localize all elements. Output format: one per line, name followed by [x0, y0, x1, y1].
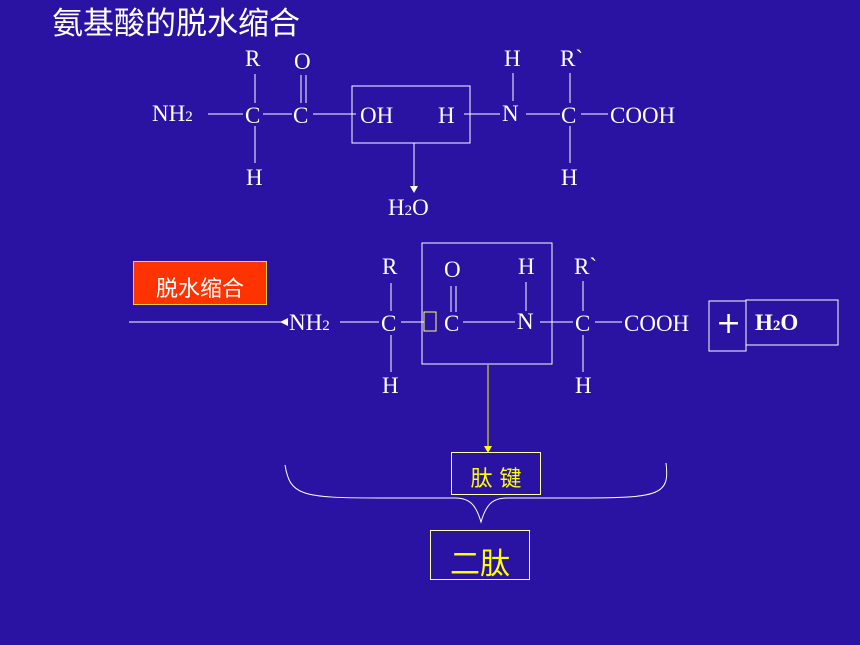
bottom-alpha-carbon-2: C	[575, 311, 591, 336]
bottom-carboxyl: COOH	[624, 311, 690, 336]
top-nitrogen: N	[502, 101, 519, 126]
top-nh2: NH2	[152, 101, 193, 126]
top-h-left: H	[246, 165, 263, 190]
bottom-r-prime: R`	[574, 254, 597, 279]
bottom-nitrogen: N	[517, 309, 534, 334]
top-alpha-carbon: C	[245, 103, 261, 128]
top-hydroxyl: OH	[360, 103, 394, 128]
top-r-prime: R`	[560, 46, 583, 71]
top-carbonyl-o: O	[294, 49, 311, 74]
bottom-water: H2O	[755, 310, 799, 335]
top-alpha-carbon-2: C	[561, 103, 577, 128]
top-water: H2O	[388, 195, 429, 220]
bottom-carbonyl-carbon: C	[444, 311, 460, 336]
top-amino-h: H	[438, 103, 455, 128]
bottom-h-right: H	[575, 373, 592, 398]
bottom-alpha-carbon: C	[381, 311, 397, 336]
top-carbonyl-carbon: C	[293, 103, 309, 128]
bottom-nh2: NH2	[289, 310, 330, 335]
bottom-h-left: H	[382, 373, 399, 398]
top-r-group: R	[245, 46, 261, 71]
dipeptide-label: 二肽	[430, 530, 530, 582]
bottom-n-hydrogen: H	[518, 254, 535, 279]
top-n-hydrogen: H	[504, 46, 521, 71]
bottom-r-group: R	[382, 254, 398, 279]
plus-sign: +	[716, 306, 742, 341]
peptide-bond-label: 肽 键	[451, 452, 541, 495]
bottom-carbonyl-o: O	[444, 257, 461, 282]
top-h-right: H	[561, 165, 578, 190]
dehydration-label-box: 脱水缩合	[133, 261, 267, 305]
top-carboxyl: COOH	[610, 103, 676, 128]
slide-title: 氨基酸的脱水缩合	[52, 6, 300, 42]
